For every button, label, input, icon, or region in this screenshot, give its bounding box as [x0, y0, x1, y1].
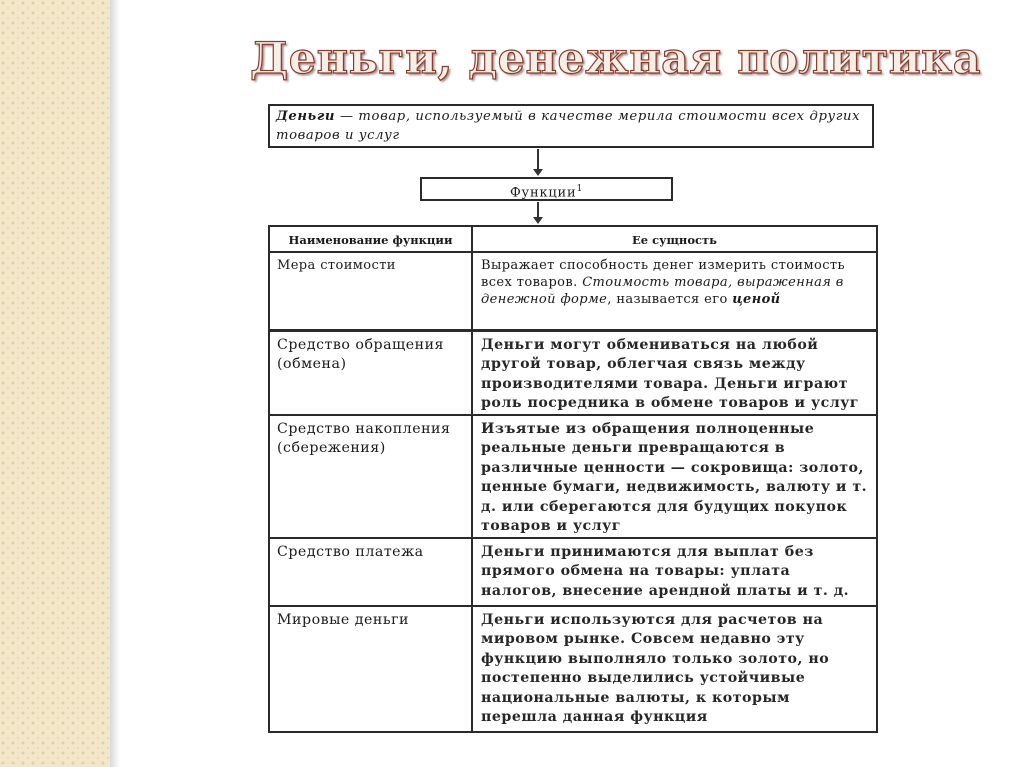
arrow-down-2: [533, 202, 543, 224]
header-essence: Ее сущность: [632, 233, 717, 247]
arrow-down-1: [533, 149, 543, 176]
function-essence: Изъятые из обращения полноценные реальны…: [481, 421, 868, 535]
functions-footnote: 1: [576, 184, 584, 194]
function-name: Мировые деньги: [270, 607, 473, 731]
table-row: Средство обращения (обмена) Деньги могут…: [270, 329, 876, 414]
function-name: Мера стоимости: [270, 253, 473, 329]
function-name: Средство платежа: [270, 539, 473, 605]
money-definition-box: Деньги — товар, используемый в качестве …: [268, 104, 874, 148]
slide-title: Деньги, денежная политика: [249, 33, 982, 84]
function-name: Средство накопления (сбережения): [270, 416, 473, 537]
function-name: Средство обращения (обмена): [270, 332, 473, 414]
table-row: Средство накопления (сбережения) Изъятые…: [270, 414, 876, 537]
table-row: Средство платежа Деньги принимаются для …: [270, 537, 876, 605]
header-function-name: Наименование функции: [270, 227, 473, 251]
definition-text: — товар, используемый в качестве мерила …: [276, 109, 861, 143]
function-essence: Деньги используются для расчетов на миро…: [481, 612, 830, 726]
functions-box: Функции1: [420, 177, 673, 201]
functions-table: Наименование функции Ее сущность Мера ст…: [268, 225, 878, 733]
table-row: Мировые деньги Деньги используются для р…: [270, 605, 876, 731]
table-header-row: Наименование функции Ее сущность: [270, 227, 876, 251]
functions-label: Функции: [509, 185, 577, 201]
decorative-side-pattern: [0, 0, 110, 767]
function-essence: Деньги принимаются для выплат без прямог…: [481, 544, 850, 599]
definition-term: Деньги: [276, 109, 336, 124]
function-essence: Деньги могут обмениваться на любой друго…: [481, 337, 859, 412]
function-essence: Выражает способность денег измерить стои…: [481, 258, 845, 307]
side-shadow: [110, 0, 120, 767]
table-row: Мера стоимости Выражает способность дене…: [270, 251, 876, 329]
